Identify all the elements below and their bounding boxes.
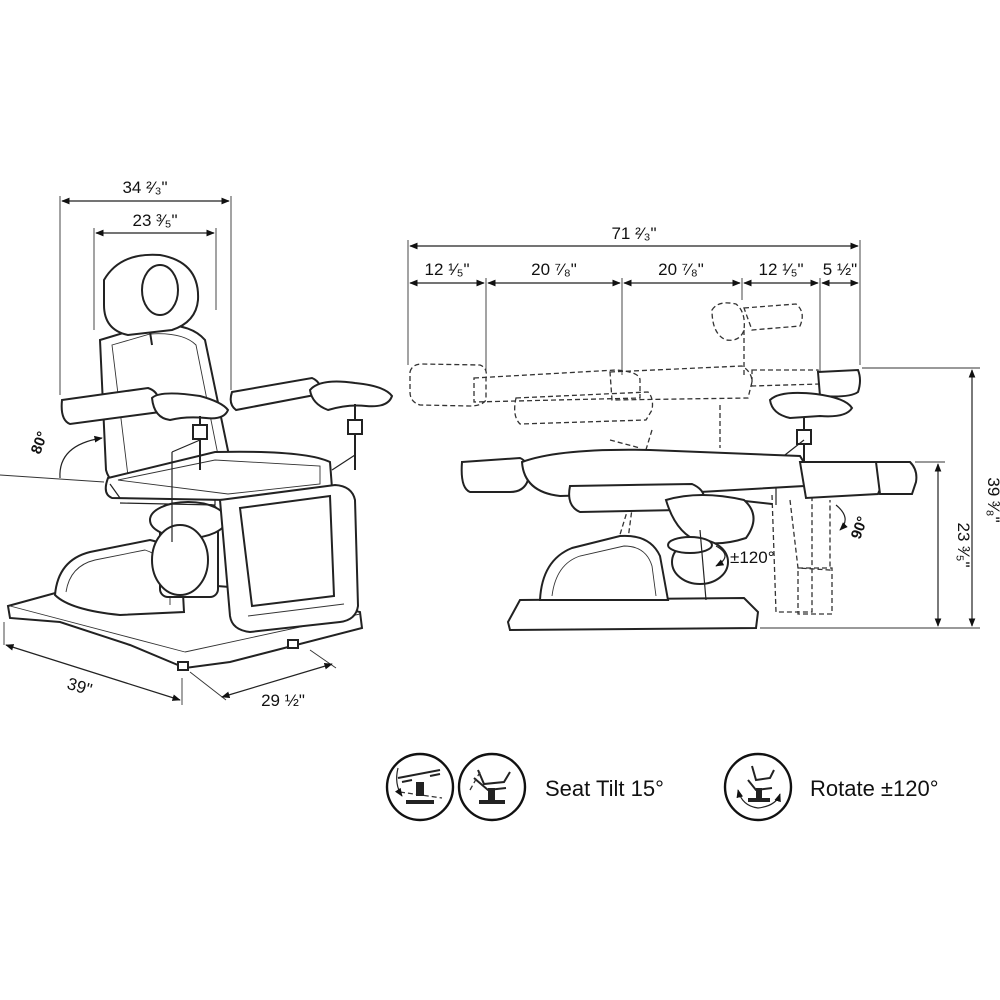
overall-height-label: 39 ³⁄₈" xyxy=(984,477,1000,522)
seat-width-label: 23 ³⁄₅" xyxy=(132,211,177,230)
rotate-label: Rotate ±120° xyxy=(810,776,939,801)
seat-tilt-label: Seat Tilt 15° xyxy=(545,776,664,801)
right-stirrup xyxy=(308,380,394,412)
segment-5-label: 5 ½" xyxy=(823,260,857,279)
side-leg-rest xyxy=(460,456,530,493)
overall-length-dimension: 71 ²⁄₃" xyxy=(407,224,861,365)
side-headrest xyxy=(816,368,861,398)
backrest-angle-label: 80° xyxy=(28,429,52,456)
seat-tilt-up-icon xyxy=(457,752,527,822)
left-stirrup xyxy=(150,392,230,422)
segment-2-label: 20 ⁷⁄₈" xyxy=(531,260,577,279)
side-stirrup xyxy=(768,391,854,420)
front-view: 34 ²⁄₃" 23 ³⁄₅" 80° xyxy=(0,178,394,710)
side-base xyxy=(506,596,760,632)
segment-dimensions: 12 ¹⁄₅" 20 ⁷⁄₈" 20 ⁷⁄₈" 12 ¹⁄₅" 5 ½" xyxy=(409,260,859,375)
base-width-label: 29 ½" xyxy=(261,691,305,710)
seat-width-dimension: 23 ³⁄₅" xyxy=(93,211,217,330)
overall-height-dimension: 39 ³⁄₈" xyxy=(862,367,1000,627)
features-legend: Seat Tilt 15° Rotate ±120° xyxy=(385,752,939,822)
seat-height-dimension: 23 ³⁄₅" xyxy=(760,461,980,629)
segment-3-label: 20 ⁷⁄₈" xyxy=(658,260,704,279)
segment-1-label: 12 ¹⁄₅" xyxy=(424,260,469,279)
right-armrest xyxy=(229,376,322,412)
overall-width-dimension: 34 ²⁄₃" xyxy=(59,178,232,395)
leg-rest-angle-label: 90° xyxy=(848,514,872,541)
rotation-angle-label: ±120° xyxy=(730,548,775,567)
segment-4-label: 12 ¹⁄₅" xyxy=(758,260,803,279)
overall-width-label: 34 ²⁄₃" xyxy=(122,178,167,197)
rotate-icon xyxy=(723,752,793,822)
side-backrest xyxy=(798,461,884,500)
base-width-dimension: 29 ½" xyxy=(189,649,337,710)
seat-height-label: 23 ³⁄₅" xyxy=(954,522,973,567)
overall-length-label: 71 ²⁄₃" xyxy=(611,224,656,243)
base-length-label: 39" xyxy=(65,674,94,699)
backrest-angle-indicator: 80° xyxy=(0,429,105,483)
seat-tilt-down-icon xyxy=(385,752,455,822)
side-view: 71 ²⁄₃" 12 ¹⁄₅" 20 ⁷⁄₈" 20 ⁷⁄₈" 12 ¹⁄₅" … xyxy=(407,224,1000,632)
